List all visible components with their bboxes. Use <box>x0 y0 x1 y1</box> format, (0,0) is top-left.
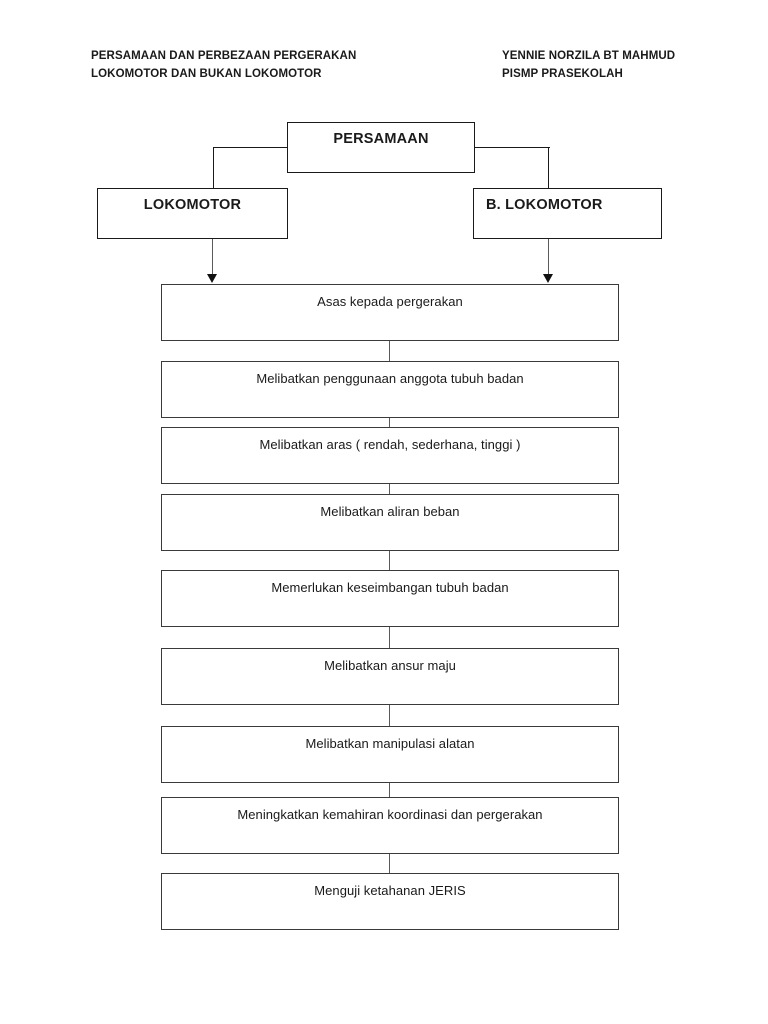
connector-item-7-to-8 <box>389 783 391 797</box>
header-title-left: PERSAMAAN DAN PERBEZAAN PERGERAKAN LOKOM… <box>91 47 356 83</box>
node-item-4-label: Melibatkan aliran beban <box>320 504 460 519</box>
node-item-6-label: Melibatkan ansur maju <box>324 658 456 673</box>
arrow-bukan-lokomotor-shaft <box>548 239 550 276</box>
node-item-8: Meningkatkan kemahiran koordinasi dan pe… <box>161 797 619 854</box>
node-item-5: Memerlukan keseimbangan tubuh badan <box>161 570 619 627</box>
connector-item-5-to-6 <box>389 627 391 648</box>
connector-item-3-to-4 <box>389 484 391 495</box>
connector-root-to-lokomotor-horizontal <box>213 147 288 149</box>
connector-item-1-to-2 <box>389 341 391 361</box>
header-author-name: YENNIE NORZILA BT MAHMUD <box>502 50 676 62</box>
node-lokomotor: LOKOMOTOR <box>97 188 288 239</box>
node-item-7-label: Melibatkan manipulasi alatan <box>305 736 475 751</box>
node-item-2: Melibatkan penggunaan anggota tubuh bada… <box>161 361 619 418</box>
node-item-3: Melibatkan aras ( rendah, sederhana, tin… <box>161 427 619 484</box>
node-bukan-lokomotor: B. LOKOMOTOR <box>473 188 662 239</box>
node-bukan-lokomotor-label: B. LOKOMOTOR <box>486 197 603 213</box>
node-persamaan-label: PERSAMAAN <box>333 131 429 147</box>
header-author-programme: PISMP PRASEKOLAH <box>502 68 623 80</box>
node-item-1: Asas kepada pergerakan <box>161 284 619 341</box>
connector-item-6-to-7 <box>389 705 391 726</box>
arrow-lokomotor-shaft <box>212 239 214 276</box>
header-title-left-line-1: PERSAMAAN DAN PERBEZAAN PERGERAKAN <box>91 50 357 62</box>
node-item-9-label: Menguji ketahanan JERIS <box>314 883 466 898</box>
node-item-4: Melibatkan aliran beban <box>161 494 619 551</box>
node-item-6: Melibatkan ansur maju <box>161 648 619 705</box>
header-title-left-line-2: LOKOMOTOR DAN BUKAN LOKOMOTOR <box>91 68 322 80</box>
connector-item-2-to-3 <box>389 418 391 428</box>
header-author-right: YENNIE NORZILA BT MAHMUD PISMP PRASEKOLA… <box>502 47 675 83</box>
connector-root-to-bukan-lokomotor-horizontal <box>474 147 550 149</box>
node-item-9: Menguji ketahanan JERIS <box>161 873 619 930</box>
node-item-5-label: Memerlukan keseimbangan tubuh badan <box>271 580 509 595</box>
node-item-3-label: Melibatkan aras ( rendah, sederhana, tin… <box>259 437 521 452</box>
node-item-7: Melibatkan manipulasi alatan <box>161 726 619 783</box>
node-item-8-label: Meningkatkan kemahiran koordinasi dan pe… <box>237 807 543 822</box>
node-persamaan: PERSAMAAN <box>287 122 475 173</box>
connector-root-to-bukan-lokomotor-vertical <box>548 147 550 189</box>
connector-item-8-to-9 <box>389 854 391 873</box>
node-item-2-label: Melibatkan penggunaan anggota tubuh bada… <box>256 371 524 386</box>
arrow-lokomotor-head-icon <box>207 274 217 283</box>
connector-root-to-lokomotor-vertical <box>213 147 215 189</box>
node-lokomotor-label: LOKOMOTOR <box>143 197 242 213</box>
node-item-1-label: Asas kepada pergerakan <box>317 294 463 309</box>
arrow-bukan-lokomotor-head-icon <box>543 274 553 283</box>
connector-item-4-to-5 <box>389 551 391 570</box>
